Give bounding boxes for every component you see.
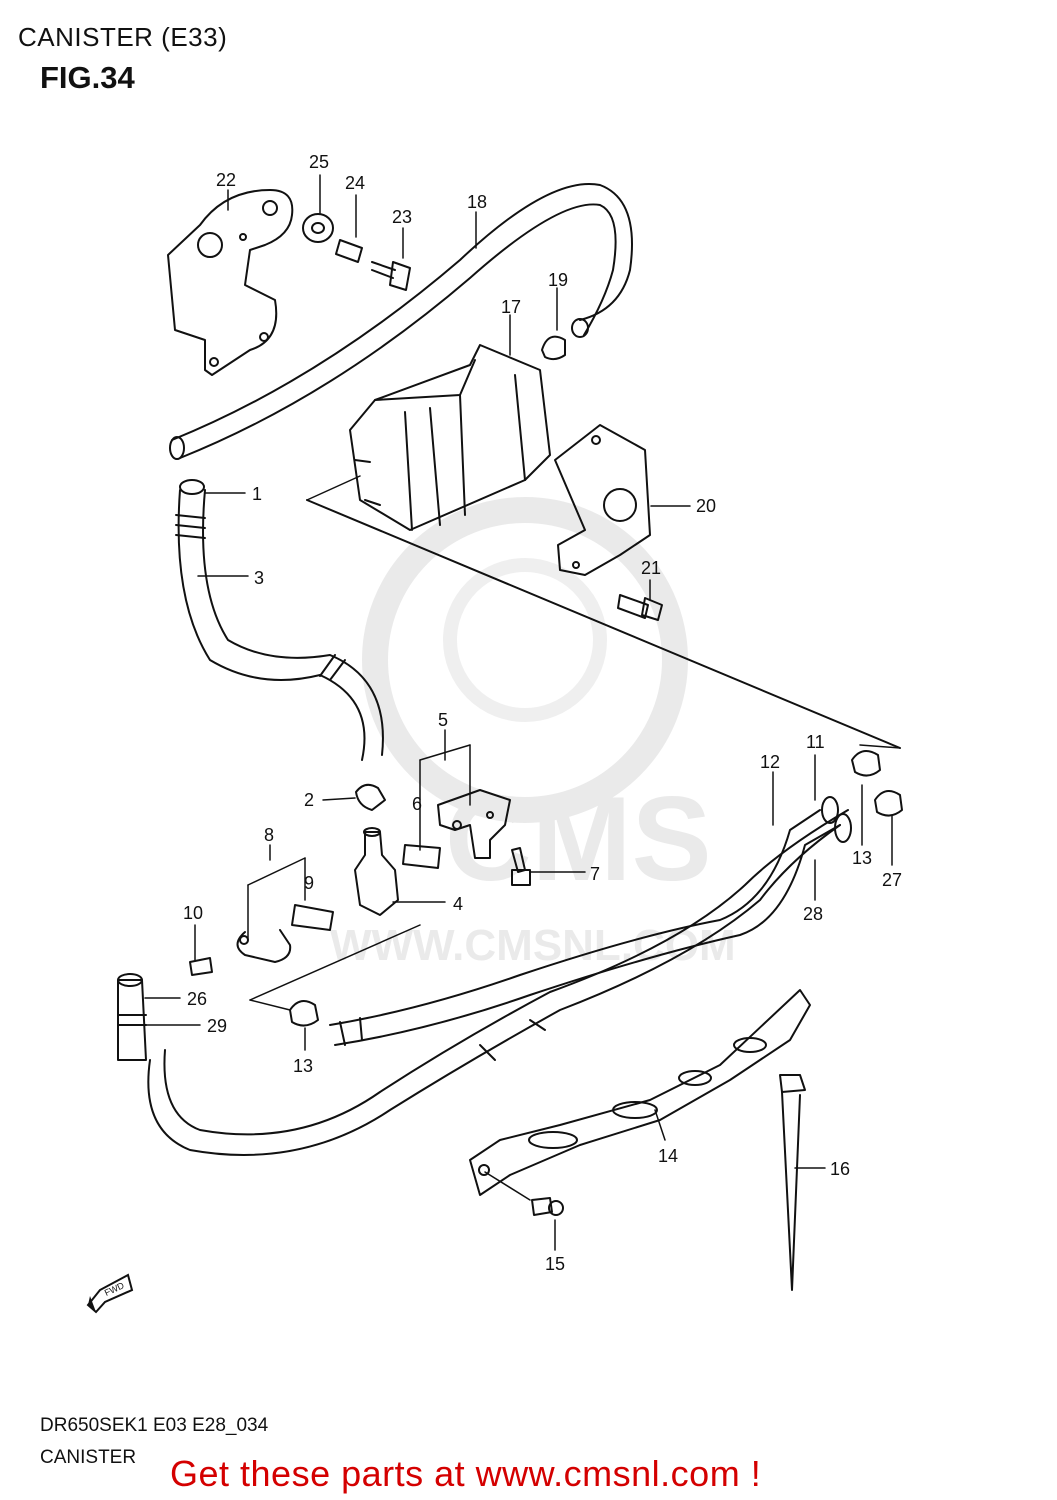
label-15: 15: [545, 1254, 565, 1274]
diagram-name: CANISTER: [40, 1447, 137, 1468]
label-5: 5: [438, 710, 448, 730]
reference-lines: [249, 475, 901, 1011]
label-2: 2: [304, 790, 314, 810]
label-19: 19: [548, 270, 568, 290]
label-23: 23: [392, 207, 412, 227]
label-25: 25: [309, 152, 329, 172]
label-24: 24: [345, 173, 365, 193]
bracket-22: [167, 189, 294, 376]
grommet-25: [302, 213, 334, 243]
bolt-23: [371, 261, 411, 291]
promo-link[interactable]: Get these parts at www.cmsnl.com !: [170, 1453, 762, 1494]
screw-15: [531, 1197, 564, 1216]
label-22: 22: [216, 170, 236, 190]
label-11: 11: [806, 732, 825, 752]
part-labels: 1 3 2 5 6 7 4 8 9 10 26 29 13 12 11 13 2…: [183, 152, 902, 1274]
leader-lines: [144, 174, 893, 1251]
bolt-7: [511, 847, 531, 886]
watermark-brand: CMS: [445, 772, 712, 906]
label-27: 27: [882, 870, 902, 890]
hose-3: [175, 479, 384, 761]
label-26: 26: [187, 989, 207, 1009]
fitting-26: [117, 973, 147, 1061]
label-12: 12: [760, 752, 780, 772]
label-16: 16: [830, 1159, 850, 1179]
label-4: 4: [453, 894, 463, 914]
label-6: 6: [412, 794, 422, 814]
clip-27: [874, 790, 903, 817]
watermark-url: WWW.CMSNL.COM: [330, 921, 736, 970]
label-28: 28: [803, 904, 823, 924]
bracket-20: [554, 424, 651, 576]
fwd-arrow-icon: FWD: [86, 1273, 134, 1314]
clip-13-upper: [851, 750, 881, 777]
hose-28: [147, 809, 852, 1156]
label-7: 7: [590, 864, 600, 884]
fwd-label: FWD: [103, 1280, 126, 1298]
label-14: 14: [658, 1146, 678, 1166]
cable-tie-16: [779, 1074, 806, 1291]
label-10: 10: [183, 903, 203, 923]
page-title: CANISTER (E33): [18, 22, 228, 52]
clamp-8: [236, 929, 292, 963]
bolt-21: [617, 594, 663, 621]
label-18: 18: [467, 192, 487, 212]
plate-14: [469, 989, 811, 1196]
label-17: 17: [501, 297, 521, 317]
screw-10: [189, 957, 213, 976]
bracket-5: [437, 789, 511, 859]
clip-13-lower: [289, 1000, 319, 1027]
pad-6: [402, 844, 441, 869]
valve-4: [354, 827, 399, 916]
label-1: 1: [252, 484, 262, 504]
label-8: 8: [264, 825, 274, 845]
cms-watermark: CMS WWW.CMSNL.COM: [330, 497, 736, 970]
canister-17: [349, 344, 551, 531]
reference-line-1: [306, 499, 901, 749]
label-3: 3: [254, 568, 264, 588]
label-20: 20: [696, 496, 716, 516]
collar-24: [335, 239, 363, 263]
label-13-lower: 13: [293, 1056, 313, 1076]
diagram-code: DR650SEK1 E03 E28_034: [40, 1415, 269, 1436]
label-29: 29: [207, 1016, 227, 1036]
hose-18: [171, 183, 633, 441]
figure-number: FIG.34: [40, 60, 135, 95]
label-13-upper: 13: [852, 848, 872, 868]
clip-19: [541, 335, 566, 361]
clamp-2: [355, 783, 386, 811]
hose-12: [329, 796, 841, 1046]
pad-9: [291, 904, 334, 931]
label-9: 9: [304, 873, 314, 893]
label-21: 21: [641, 558, 661, 578]
